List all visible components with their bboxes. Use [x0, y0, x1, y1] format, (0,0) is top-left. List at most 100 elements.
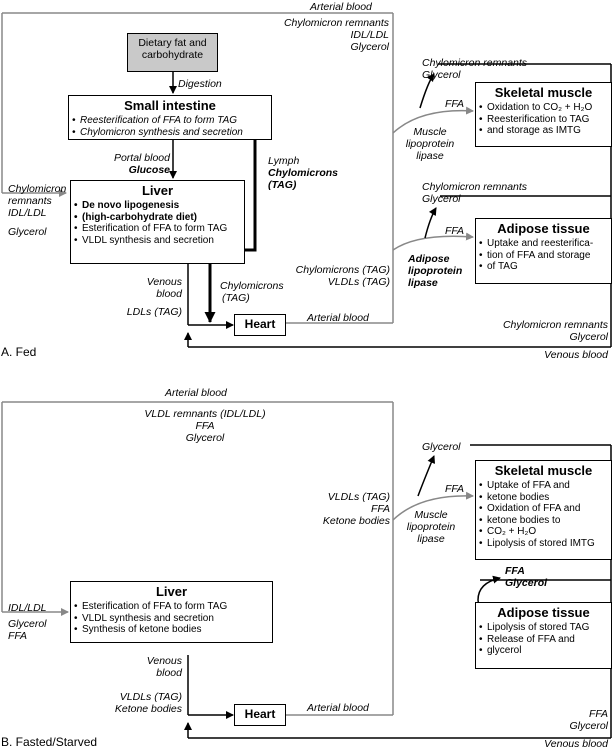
b-skeletal-muscle-title: Skeletal muscle — [494, 463, 593, 478]
dietary-input-box: Dietary fat and carbohydrate — [127, 33, 218, 72]
a-venous-label-2: blood — [156, 288, 182, 300]
a-lymph-label: Lymph — [268, 155, 300, 167]
a-adipose-remnants-1: Chylomicron remnants — [422, 181, 528, 193]
b-skeletal-muscle-item: Uptake of FFA and — [479, 480, 611, 492]
b-skeletal-muscle-item-cont: ketone bodies — [479, 492, 611, 504]
a-top-right-label-3: Glycerol — [350, 41, 389, 53]
b-skeletal-muscle-item: Lipolysis of stored IMTG — [479, 538, 611, 550]
a-liver-item: De novo lipogenesis — [74, 200, 244, 212]
b-venous-blood-bottom: Venous blood — [544, 738, 608, 750]
b-ffa-glycerol-2: Glycerol — [505, 577, 548, 589]
b-arterial-blood-top: Arterial blood — [165, 387, 227, 399]
a-glucose-label: Glucose — [128, 164, 170, 176]
b-glycerol-label: Glycerol — [422, 441, 461, 453]
a-adipose-tissue-box: Adipose tissue Uptake and reesterifica- … — [475, 218, 612, 284]
b-adipose-tissue-item: Lipolysis of stored TAG — [479, 622, 611, 634]
b-vldls-label-1: VLDLs (TAG) — [119, 691, 182, 703]
b-left-label-2: Glycerol — [8, 618, 47, 630]
a-lymph-tag-label: (TAG) — [268, 179, 297, 191]
a-muscle-remnants-2: Glycerol — [422, 69, 461, 81]
b-muscle-lpl-1: Muscle — [414, 509, 448, 521]
a-liver-box: Liver De novo lipogenesis (high-carbohyd… — [70, 180, 245, 264]
a-skeletal-muscle-item: Oxidation to CO₂ + H₂O — [479, 102, 611, 114]
b-skeletal-muscle-item: Oxidation of FFA and — [479, 503, 611, 515]
a-skeletal-muscle-item-cont: and storage as IMTG — [479, 125, 611, 137]
a-left-label-3: IDL/LDL — [8, 207, 47, 219]
a-left-label-1: Chylomicron — [8, 183, 67, 195]
a-skeletal-muscle-item: Reesterification to TAG — [479, 114, 611, 126]
b-top-label-3: Glycerol — [185, 432, 225, 444]
a-arterial-blood-heart: Arterial blood — [307, 312, 369, 324]
b-heart-label: Heart — [244, 707, 276, 721]
a-portal-blood-label: Portal blood — [113, 152, 170, 164]
b-ffa-glycerol-1: FFA — [505, 565, 525, 577]
b-vldls-label-2: Ketone bodies — [114, 703, 182, 715]
a-chylo-label-2: (TAG) — [222, 292, 250, 304]
panel-b-caption: B. Fasted/Starved — [1, 735, 98, 749]
a-top-right-label-2: IDL/LDL — [350, 29, 389, 41]
a-chylo-label-1: Chylomicrons — [220, 280, 284, 292]
b-left-label-1: IDL/LDL — [8, 602, 47, 614]
b-muscle-lpl-3: lipase — [417, 533, 445, 545]
b-adipose-tissue-title: Adipose tissue — [497, 605, 590, 620]
b-skeletal-muscle-item-cont: CO₂ + H₂O — [479, 526, 611, 538]
a-venous-label-1: Venous — [146, 276, 182, 288]
a-bottom-right-1: Chylomicron remnants — [502, 319, 608, 331]
a-skeletal-muscle-title: Skeletal muscle — [494, 85, 593, 100]
a-top-right-label-1: Chylomicron remnants — [283, 17, 389, 29]
b-left-label-3: FFA — [8, 630, 28, 642]
b-skeletal-muscle-box: Skeletal muscle Uptake of FFA and ketone… — [475, 460, 612, 560]
a-heart-box: Heart — [234, 314, 286, 336]
a-adipose-lpl-1: Adipose — [408, 253, 450, 265]
a-bottom-right-2: Glycerol — [569, 331, 608, 343]
b-adipose-tissue-item-cont: glycerol — [479, 645, 611, 657]
b-liver-item: Esterification of FFA to form TAG — [74, 601, 272, 613]
a-muscle-lpl-2: lipoprotein — [405, 138, 455, 150]
b-muscle-input-3: Ketone bodies — [322, 515, 390, 527]
a-venous-blood-bottom: Venous blood — [544, 349, 608, 361]
b-muscle-lpl-2: lipoprotein — [406, 521, 456, 533]
b-adipose-tissue-box: Adipose tissue Lipolysis of stored TAG R… — [475, 602, 612, 669]
a-liver-title: Liver — [141, 183, 174, 198]
b-bottom-right-1: FFA — [588, 708, 608, 720]
a-heart-label: Heart — [244, 317, 276, 331]
a-left-label-2: remnants — [8, 195, 52, 207]
a-muscle-ffa: FFA — [445, 98, 465, 110]
a-digestion-label: Digestion — [178, 78, 222, 90]
a-chylo-vldl-1: Chylomicrons (TAG) — [295, 264, 390, 276]
b-adipose-tissue-item: Release of FFA and — [479, 634, 611, 646]
a-adipose-tissue-item-cont: tion of FFA and storage — [479, 250, 611, 262]
a-adipose-remnants-2: Glycerol — [422, 193, 461, 205]
panel-a-caption: A. Fed — [1, 345, 37, 359]
a-muscle-remnants-1: Chylomicron remnants — [422, 57, 528, 69]
b-venous-label-1: Venous — [146, 655, 182, 667]
a-liver-item: VLDL synthesis and secretion — [74, 235, 244, 247]
small-intestine-item: Reesterification of FFA to form TAG — [72, 115, 271, 127]
a-left-glycerol-label: Glycerol — [8, 226, 47, 238]
a-adipose-tissue-item-cont: of TAG — [479, 261, 611, 273]
b-heart-box: Heart — [234, 704, 286, 726]
b-muscle-input-1: VLDLs (TAG) — [327, 491, 390, 503]
small-intestine-item: Chylomicron synthesis and secretion — [72, 127, 271, 139]
a-adipose-ffa: FFA — [445, 225, 465, 237]
b-arterial-blood-heart: Arterial blood — [307, 702, 369, 714]
a-arterial-blood-top: Arterial blood — [310, 1, 372, 13]
b-muscle-input-2: FFA — [370, 503, 390, 515]
a-small-intestine-box: Small intestine Reesterification of FFA … — [68, 95, 272, 140]
a-adipose-tissue-title: Adipose tissue — [497, 221, 590, 236]
b-liver-item: VLDL synthesis and secretion — [74, 613, 272, 625]
a-ldls-tag-label: LDLs (TAG) — [126, 306, 182, 318]
a-chylo-vldl-2: VLDLs (TAG) — [327, 276, 390, 288]
b-muscle-ffa: FFA — [445, 483, 465, 495]
b-skeletal-muscle-item-cont: ketone bodies to — [479, 515, 611, 527]
a-adipose-tissue-item: Uptake and reesterifica- — [479, 238, 611, 250]
a-lymph-chylomicrons-label: Chylomicrons — [268, 167, 339, 179]
b-liver-box: Liver Esterification of FFA to form TAG … — [70, 581, 273, 643]
b-top-label-1: VLDL remnants (IDL/LDL) — [144, 408, 266, 420]
a-liver-item-cont: (high-carbohydrate diet) — [74, 212, 244, 224]
b-liver-item: Synthesis of ketone bodies — [74, 624, 272, 636]
a-muscle-lpl-3: lipase — [416, 150, 444, 162]
a-adipose-lpl-3: lipase — [408, 277, 438, 289]
a-skeletal-muscle-box: Skeletal muscle Oxidation to CO₂ + H₂O R… — [475, 82, 612, 147]
